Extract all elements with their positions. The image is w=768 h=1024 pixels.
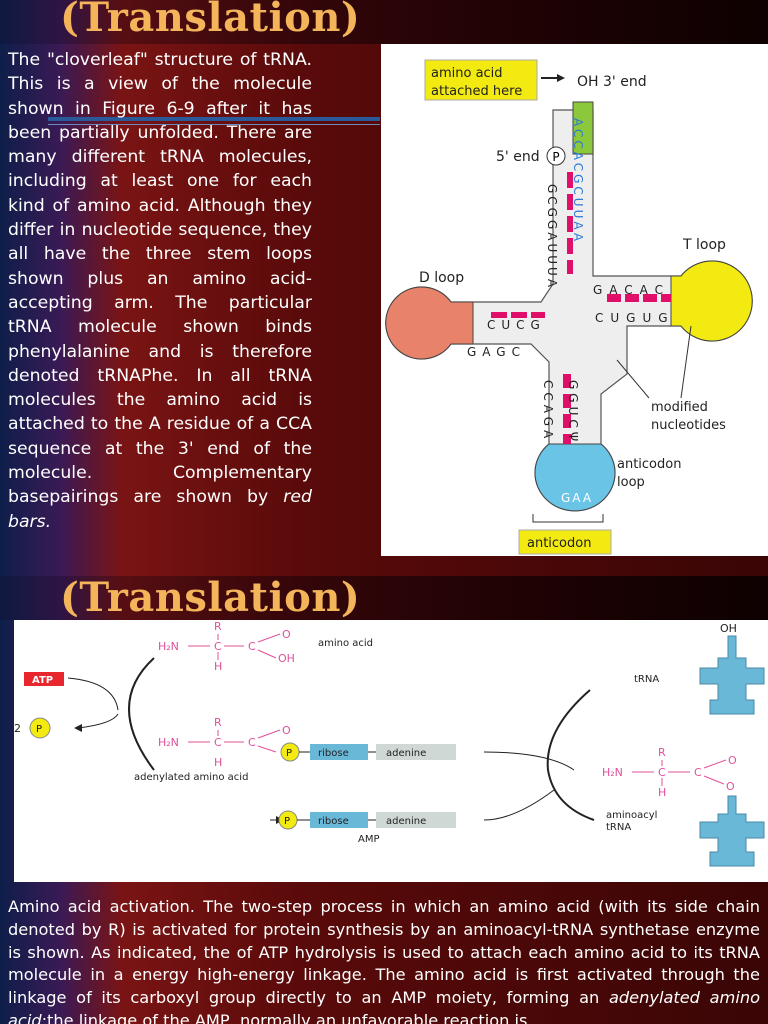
ribose-box-1 [310, 744, 368, 760]
p-label-1: P [36, 724, 42, 735]
divider-line [48, 117, 380, 121]
carboxyl-c-2: C [248, 736, 256, 749]
t-stem-top: GACAC [593, 283, 670, 297]
anticodon-box-label: anticodon [527, 536, 591, 551]
alpha-c-1: C [214, 640, 222, 653]
oxygen-2: O [282, 724, 291, 737]
trna-cloverleaf-figure: P amino acid attached here OH 3' end 5' … [381, 44, 768, 556]
h2n-3: H₂N [602, 766, 623, 779]
anticodon-loop-label-1: anticodon [617, 457, 681, 472]
slide-2-body: Amino acid activation. The two-step proc… [8, 896, 760, 1024]
h2n-2: H₂N [158, 736, 179, 749]
phosphate-icon-1 [29, 717, 51, 739]
amp-label: AMP [358, 834, 380, 845]
trna-shape-2 [699, 795, 765, 867]
oxygen-4: O [726, 780, 735, 793]
atp-label: ATP [32, 675, 53, 686]
divider-line-thin [48, 124, 380, 125]
adenylated-label: adenylated amino acid [134, 772, 248, 783]
carboxyl-c-1: C [248, 640, 256, 653]
title-bar [0, 0, 768, 44]
five-end-label: 5' end [496, 149, 540, 165]
atp-box [24, 672, 64, 686]
body2-tail: ;the linkage of the AMP, normally an unf… [41, 1010, 528, 1024]
h-2: H [214, 756, 222, 769]
amino-label-1: amino acid [431, 66, 503, 81]
arrow-left-icon [74, 724, 82, 732]
oxygen-1: O [282, 628, 291, 641]
amino-acid-label: amino acid [318, 638, 373, 649]
t-stem-bottom: CUGUG [595, 311, 675, 325]
arrow-right-icon [557, 74, 565, 82]
h2n-1: H₂N [158, 640, 179, 653]
anticodon-loop [534, 443, 616, 512]
d-loop-label: D loop [419, 270, 464, 286]
modified-label-1: modified [651, 400, 708, 415]
body-emphasis: red bars. [8, 487, 312, 532]
svg-text:P: P [552, 150, 559, 164]
anticodon-stem-right: GGUCΨ [566, 380, 580, 445]
slide-2-title: (Translation) [60, 576, 361, 621]
p-label-2: P [286, 748, 292, 759]
hydroxyl-1: OH [278, 652, 295, 665]
carboxyl-c-3: C [694, 766, 702, 779]
aminoacyl-label-1: aminoacyl [606, 810, 657, 821]
d-stem-bottom: GAGC [467, 345, 526, 359]
h-1: H [214, 660, 222, 673]
phosphate-circle [546, 146, 566, 166]
acceptor-arm [572, 101, 594, 155]
slide-1-body: The "cloverleaf" structure of tRNA. This… [8, 48, 312, 534]
r-group-2: R [214, 716, 222, 729]
acceptor-seq-3: ACCACGCUUAA [571, 118, 585, 244]
title-bar-2 [0, 576, 768, 620]
h-3: H [658, 786, 666, 799]
acceptor-pair-bars [567, 172, 573, 274]
t-loop [670, 260, 753, 342]
oxygen-3: O [728, 754, 737, 767]
two-label: 2 [14, 722, 21, 735]
slide-1: (Translation) The "cloverleaf" structure… [0, 0, 768, 576]
p-label-3: P [284, 816, 290, 827]
adenine-box-1 [376, 744, 456, 760]
adenine-box-2 [376, 812, 456, 828]
body-text: The "cloverleaf" structure of tRNA. This… [8, 50, 312, 508]
aminoacyl-label-2: tRNA [606, 822, 631, 833]
activation-diagram: R H₂N C C O OH H amino acid ATP 2 P R [14, 620, 765, 867]
anticodon-box [518, 529, 612, 555]
trna-label: tRNA [634, 674, 659, 685]
trna-cloverleaf-diagram: P amino acid attached here OH 3' end 5' … [385, 59, 753, 555]
ribose-label-1: ribose [318, 748, 349, 759]
r-group-3: R [658, 746, 666, 759]
anticodon-seq: GAA [561, 491, 593, 505]
slide-2: (Translation) R H₂N C C O OH H amino aci… [0, 576, 768, 1024]
amino-acid-activation-figure: R H₂N C C O OH H amino acid ATP 2 P R [14, 620, 768, 882]
anticodon-loop-label-2: loop [617, 475, 645, 490]
oh-3-end-label: OH 3' end [577, 74, 647, 90]
trna-shape-1 [699, 635, 765, 715]
amino-label-2: attached here [431, 84, 522, 99]
adenine-label-1: adenine [386, 748, 426, 759]
d-stem-top: CUCG [487, 318, 546, 332]
oh-label: OH [720, 622, 737, 635]
ribose-label-2: ribose [318, 816, 349, 827]
r-group-1: R [214, 620, 222, 633]
alpha-c-2: C [214, 736, 222, 749]
acceptor-seq-5: GCGGAUUUA [545, 184, 559, 290]
adenine-label-2: adenine [386, 816, 426, 827]
ribose-box-2 [310, 812, 368, 828]
slide-1-title: (Translation) [60, 0, 361, 41]
alpha-c-3: C [658, 766, 666, 779]
body2-emphasis: adenylated amino acid [8, 988, 760, 1024]
d-loop [385, 286, 474, 360]
stem-pair-bars [491, 294, 671, 444]
amino-acid-label-box [424, 59, 538, 101]
anticodon-stem-left: CCAGA [541, 380, 555, 442]
t-loop-label: T loop [682, 237, 726, 253]
body2-text: Amino acid activation. The two-step proc… [8, 897, 760, 1008]
modified-label-2: nucleotides [651, 418, 726, 433]
